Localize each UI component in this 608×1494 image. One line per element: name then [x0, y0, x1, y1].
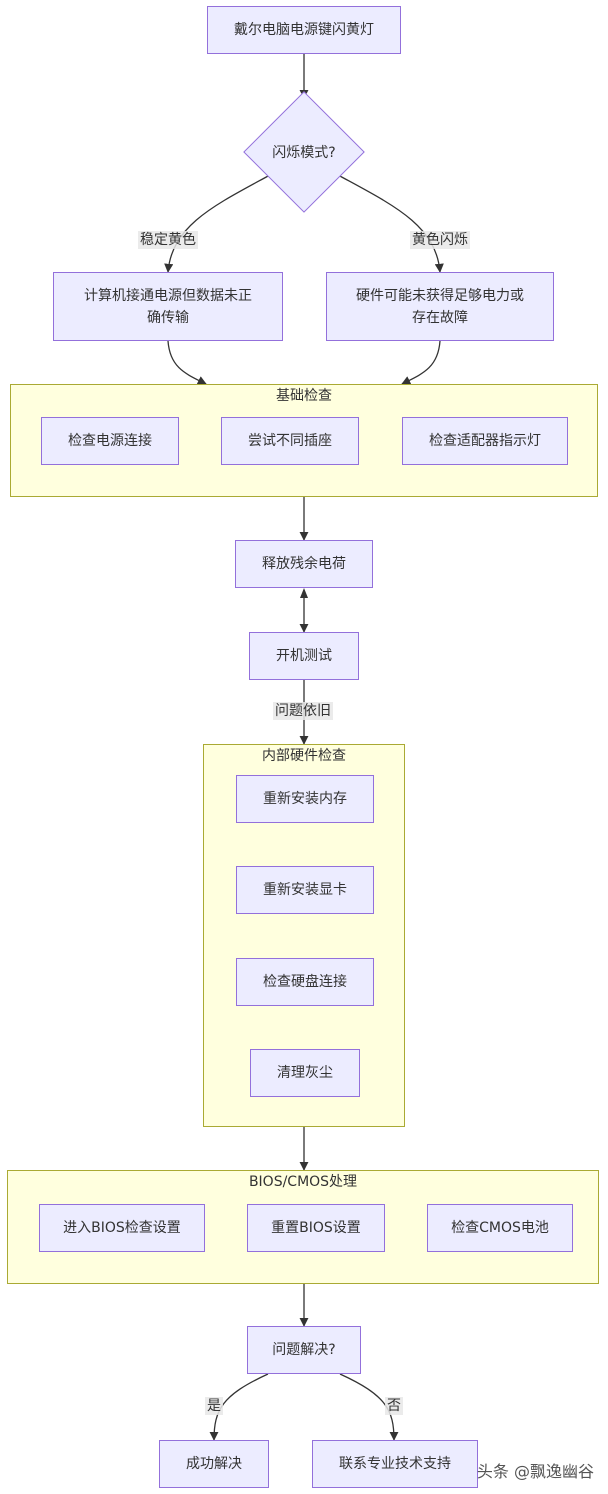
edge-decision-to-success: [209, 1373, 269, 1441]
edge-label-persists: 问题依旧: [273, 702, 333, 720]
internal-item-label: 重新安装内存: [263, 791, 347, 807]
blink-result-node: 硬件可能未获得足够电力或存在故障: [326, 272, 554, 341]
arrowhead-upward: [300, 588, 308, 598]
internal-item-label: 清理灰尘: [277, 1065, 333, 1081]
internal-item-reseat-memory: 重新安装内存: [236, 775, 374, 823]
bios-item-reset-bios: 重置BIOS设置: [247, 1204, 385, 1252]
edge-decision-to-steady: [164, 174, 271, 273]
internal-item-label: 重新安装显卡: [263, 882, 347, 898]
edge-blink-to-basic: [401, 340, 441, 385]
start-label: 戴尔电脑电源键闪黄灯: [234, 22, 374, 38]
edge-label-no: 否: [385, 1397, 403, 1415]
steady-result-label: 计算机接通电源但数据未正确传输: [84, 287, 252, 326]
basic-item-power-connection: 检查电源连接: [41, 417, 179, 465]
edge-label-yes: 是: [205, 1397, 223, 1415]
bios-item-label: 检查CMOS电池: [451, 1220, 549, 1236]
group-internal-title: 内部硬件检查: [262, 748, 346, 764]
bios-item-label: 重置BIOS设置: [271, 1220, 361, 1236]
decision-mode-label: 闪烁模式?: [272, 145, 336, 161]
group-bios-cmos: BIOS/CMOS处理 进入BIOS检查设置 重置BIOS设置 检查CMOS电池: [7, 1170, 599, 1284]
group-basic-title: 基础检查: [276, 388, 332, 404]
internal-item-reseat-gpu: 重新安装显卡: [236, 866, 374, 914]
basic-item-adapter-light: 检查适配器指示灯: [402, 417, 568, 465]
discharge-node: 释放残余电荷: [235, 540, 373, 588]
discharge-label: 释放残余电荷: [262, 556, 346, 572]
success-label: 成功解决: [186, 1456, 242, 1472]
edge-decision-to-support: [339, 1373, 399, 1441]
decision-solved-label: 问题解决?: [272, 1342, 336, 1358]
edge-steady-to-basic: [167, 340, 207, 385]
group-internal-hardware: 内部硬件检查 重新安装内存 重新安装显卡 检查硬盘连接 清理灰尘: [203, 744, 405, 1127]
blink-result-label: 硬件可能未获得足够电力或存在故障: [356, 287, 524, 326]
internal-item-label: 检查硬盘连接: [263, 974, 347, 990]
bios-item-enter-bios: 进入BIOS检查设置: [39, 1204, 205, 1252]
start-node: 戴尔电脑电源键闪黄灯: [207, 6, 401, 54]
bios-item-cmos-battery: 检查CMOS电池: [427, 1204, 573, 1252]
group-bios-title: BIOS/CMOS处理: [248, 1174, 358, 1190]
power-test-node: 开机测试: [249, 632, 359, 680]
power-test-label: 开机测试: [276, 648, 332, 664]
basic-item-label: 检查电源连接: [68, 433, 152, 449]
success-node: 成功解决: [159, 1440, 269, 1488]
basic-item-label: 尝试不同插座: [248, 433, 332, 449]
watermark: 头条 @飘逸幽谷: [476, 1462, 594, 1481]
internal-item-disk-connection: 检查硬盘连接: [236, 958, 374, 1006]
contact-support-label: 联系专业技术支持: [339, 1456, 451, 1472]
contact-support-node: 联系专业技术支持: [312, 1440, 478, 1488]
internal-item-clean-dust: 清理灰尘: [250, 1049, 360, 1097]
decision-solved-node: 问题解决?: [247, 1326, 361, 1374]
edge-label-blink: 黄色闪烁: [410, 231, 470, 249]
bios-item-label: 进入BIOS检查设置: [63, 1220, 181, 1236]
edge-decision-to-blink: [337, 174, 444, 273]
basic-item-other-outlet: 尝试不同插座: [221, 417, 359, 465]
edge-label-steady: 稳定黄色: [138, 231, 198, 249]
steady-result-node: 计算机接通电源但数据未正确传输: [53, 272, 283, 341]
group-basic-checks: 基础检查 检查电源连接 尝试不同插座 检查适配器指示灯: [10, 384, 598, 497]
basic-item-label: 检查适配器指示灯: [429, 433, 541, 449]
